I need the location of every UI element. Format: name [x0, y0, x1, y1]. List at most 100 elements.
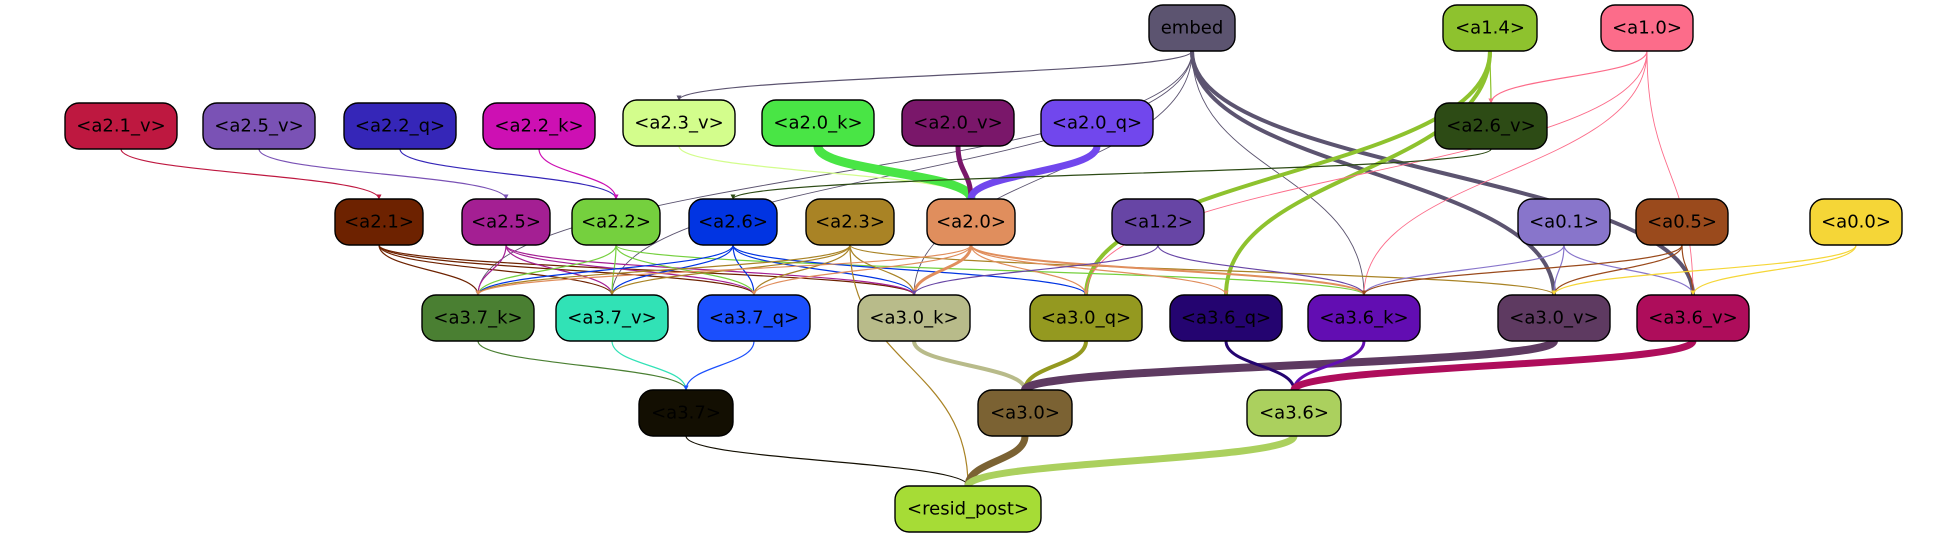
node-box: [622, 99, 736, 147]
node-a2-0-v[interactable]: <a2.0_v>: [901, 99, 1015, 147]
edge-embed-to-a3_6_v: [1190, 50, 1696, 296]
node-box: [1517, 198, 1611, 246]
node-label: <a1.0>: [1612, 18, 1682, 39]
node-a3-0-v[interactable]: <a3.0_v>: [1497, 294, 1611, 342]
node-box: [1029, 294, 1143, 342]
edge-a2_1-to-a3_0_k: [378, 244, 917, 296]
node-label: <a3.7_q>: [709, 308, 799, 329]
node-a2-0[interactable]: <a2.0>: [926, 198, 1016, 246]
node-label: <a3.6_q>: [1181, 308, 1271, 329]
edge-a2_1-to-a3_7_k: [378, 244, 481, 296]
node-a3-6-k[interactable]: <a3.6_k>: [1307, 294, 1421, 342]
node-a3-7[interactable]: <a3.7>: [638, 389, 734, 437]
node-a3-0-q[interactable]: <a3.0_q>: [1029, 294, 1143, 342]
node-box: [1635, 198, 1729, 246]
node-a3-0-k[interactable]: <a3.0_k>: [857, 294, 971, 342]
node-a1-4[interactable]: <a1.4>: [1442, 4, 1538, 52]
node-label: <a3.6_k>: [1319, 308, 1408, 329]
edge-a2_2_q-to-a2_2: [399, 148, 619, 200]
edge-a2_5-to-a3_7_q: [505, 244, 757, 296]
node-label: <resid_post>: [907, 499, 1029, 520]
node-label: <a3.7>: [651, 403, 721, 424]
node-box: [1497, 294, 1611, 342]
edge-a2_3-to-a3_0_k: [849, 244, 917, 296]
node-box: [571, 198, 661, 246]
node-label: <a0.5>: [1647, 212, 1717, 233]
edge-a2_1_v-to-a2_1: [120, 148, 382, 200]
node-a2-2-q[interactable]: <a2.2_q>: [343, 102, 457, 150]
edge-a2_0-to-a3_0_k: [911, 244, 973, 296]
node-box: [334, 198, 424, 246]
node-a3-0[interactable]: <a3.0>: [977, 389, 1073, 437]
node-label: <a3.7_v>: [567, 308, 656, 329]
edge-a3_6_v-to-a3_6: [1290, 338, 1697, 393]
node-a2-2[interactable]: <a2.2>: [571, 198, 661, 246]
node-a3-7-k[interactable]: <a3.7_k>: [421, 294, 535, 342]
node-a2-5[interactable]: <a2.5>: [461, 198, 551, 246]
node-box: [555, 294, 669, 342]
node-resid-post[interactable]: <resid_post>: [894, 485, 1042, 533]
node-a2-6[interactable]: <a2.6>: [688, 198, 778, 246]
node-label: <a3.0_k>: [869, 308, 958, 329]
node-a0-1[interactable]: <a0.1>: [1517, 198, 1611, 246]
node-label: <a2.6>: [698, 212, 768, 233]
node-box: [688, 198, 778, 246]
node-box: [64, 102, 178, 150]
edge-a2_5-to-a3_7_k: [475, 244, 507, 296]
node-a2-1-v[interactable]: <a2.1_v>: [64, 102, 178, 150]
edge-embed-to-a3_6_k: [1191, 50, 1367, 296]
node-a1-0[interactable]: <a1.0>: [1600, 4, 1694, 52]
edge-embed-to-a3_0_v: [1190, 50, 1557, 296]
node-box: [1246, 389, 1342, 437]
node-a0-5[interactable]: <a0.5>: [1635, 198, 1729, 246]
node-box: [977, 389, 1073, 437]
edge-a3_6-to-resid_post: [964, 434, 1298, 488]
node-label: <a0.1>: [1529, 212, 1599, 233]
edge-a2_3-to-resid_post: [849, 244, 971, 487]
node-a0-0[interactable]: <a0.0>: [1809, 198, 1903, 246]
node-a3-7-v[interactable]: <a3.7_v>: [555, 294, 669, 342]
node-label: <a3.0_v>: [1509, 308, 1598, 329]
node-box: [1434, 102, 1548, 150]
node-box: [461, 198, 551, 246]
node-a3-6[interactable]: <a3.6>: [1246, 389, 1342, 437]
node-box: [638, 389, 734, 437]
node-a3-6-v[interactable]: <a3.6_v>: [1636, 294, 1750, 342]
edge-a2_6-to-a3_7_k: [475, 244, 734, 296]
node-a2-0-k[interactable]: <a2.0_k>: [761, 99, 875, 147]
node-label: <a2.3>: [815, 212, 885, 233]
node-box: [697, 294, 811, 342]
node-box: [202, 102, 316, 150]
node-embed[interactable]: embed: [1148, 4, 1236, 52]
edge-a2_6-to-a3_7_q: [732, 244, 757, 296]
node-a2-6-v[interactable]: <a2.6_v>: [1434, 102, 1548, 150]
node-a2-1[interactable]: <a2.1>: [334, 198, 424, 246]
node-label: <a2.0>: [936, 212, 1006, 233]
node-a3-7-q[interactable]: <a3.7_q>: [697, 294, 811, 342]
edge-a2_0-to-a3_6_q: [970, 244, 1229, 296]
node-a2-3[interactable]: <a2.3>: [805, 198, 895, 246]
edge-a2_6-to-a3_0_k: [732, 244, 917, 296]
edge-a0_1-to-a3_0_v: [1551, 244, 1565, 296]
edge-a2_2-to-a3_7_k: [475, 244, 617, 296]
node-box: [857, 294, 971, 342]
edge-a0_1-to-a3_6_k: [1361, 244, 1565, 296]
edge-a2_3-to-a3_7_k: [475, 244, 851, 296]
node-label: <a2.2_q>: [355, 116, 445, 137]
node-a2-2-k[interactable]: <a2.2_k>: [482, 102, 596, 150]
edge-a1_0-to-a3_6_k: [1361, 50, 1648, 296]
node-a2-3-v[interactable]: <a2.3_v>: [622, 99, 736, 147]
node-a3-6-q[interactable]: <a3.6_q>: [1169, 294, 1283, 342]
edge-a3_7_k-to-a3_7: [477, 340, 689, 391]
edge-a2_6_v-to-a2_6: [730, 148, 1492, 200]
node-box: [894, 485, 1042, 533]
node-a2-0-q[interactable]: <a2.0_q>: [1040, 99, 1154, 147]
node-label: <a0.0>: [1821, 212, 1891, 233]
edge-a2_0-to-a3_7_k: [475, 244, 972, 296]
edge-a2_5-to-a3_0_k: [505, 244, 917, 296]
edge-a3_0_k-to-a3_0: [912, 340, 1028, 391]
node-a1-2[interactable]: <a1.2>: [1111, 198, 1205, 246]
edge-a2_0_k-to-a2_0: [813, 144, 976, 201]
node-a2-5-v[interactable]: <a2.5_v>: [202, 102, 316, 150]
